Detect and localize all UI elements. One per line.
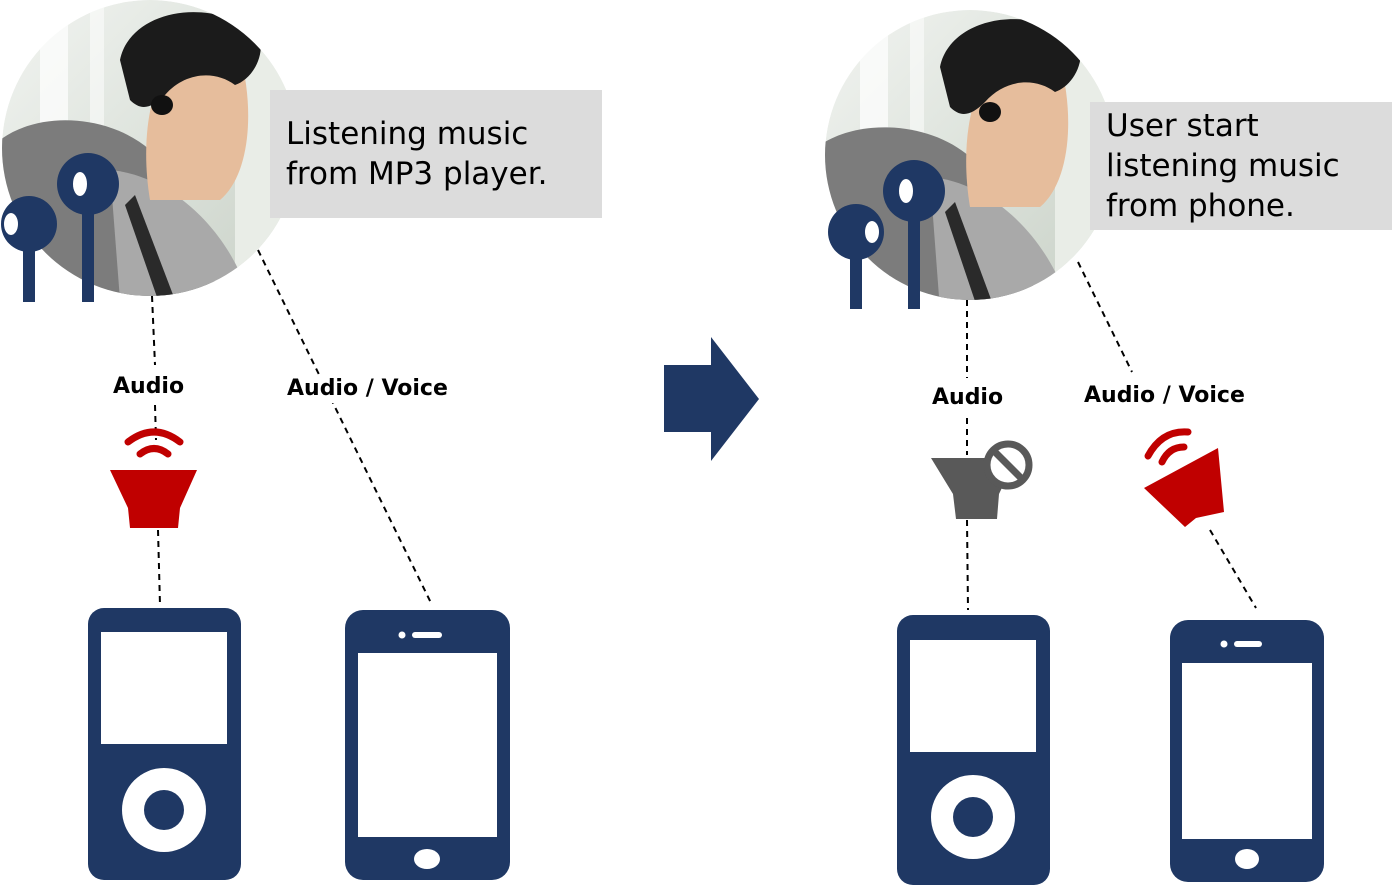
speaker-active-icon: [1144, 428, 1224, 527]
label-audio-voice-left: Audio / Voice: [287, 375, 448, 403]
earbuds-icon: [1, 153, 119, 302]
earbuds-icon: [828, 160, 945, 309]
caption-left: Listening music from MP3 player.: [270, 90, 602, 218]
link-audio-bottom-left: [157, 529, 161, 606]
link-audio-bottom-right: [966, 519, 969, 611]
user-photo-right: [825, 10, 1115, 300]
link-audio-voice-left: [257, 249, 433, 606]
caption-right-line-1: User start: [1106, 108, 1259, 144]
left-scene: [1, 0, 602, 880]
mp3-player-icon: [897, 615, 1050, 885]
user-photo-left: [2, 0, 298, 296]
link-audio-voice-bottom-right: [1209, 529, 1257, 609]
caption-box-right-bg: [1090, 102, 1392, 230]
caption-right-line-3: from phone.: [1106, 188, 1295, 224]
caption-left-line-2: from MP3 player.: [286, 156, 548, 192]
right-arrow-icon: [664, 337, 759, 461]
caption-right-line-2: listening music: [1106, 148, 1340, 184]
smartphone-icon: [345, 610, 510, 880]
smartphone-icon: [1170, 620, 1324, 882]
link-audio-top-left: [151, 295, 156, 366]
mp3-player-icon: [88, 608, 241, 880]
caption-box-left-bg: [270, 90, 602, 218]
label-audio-voice-right: Audio / Voice: [1084, 382, 1245, 410]
speaker-muted-icon: [931, 440, 1033, 519]
caption-left-line-1: Listening music: [286, 116, 529, 152]
speaker-active-icon: [110, 428, 197, 528]
link-audio-mid-left: [154, 404, 157, 441]
caption-right: User start listening music from phone.: [1090, 102, 1392, 230]
label-audio-right: Audio: [932, 384, 1004, 412]
right-scene: [825, 10, 1392, 885]
link-audio-voice-top-right: [1077, 261, 1133, 373]
label-audio-left: Audio: [113, 373, 185, 401]
